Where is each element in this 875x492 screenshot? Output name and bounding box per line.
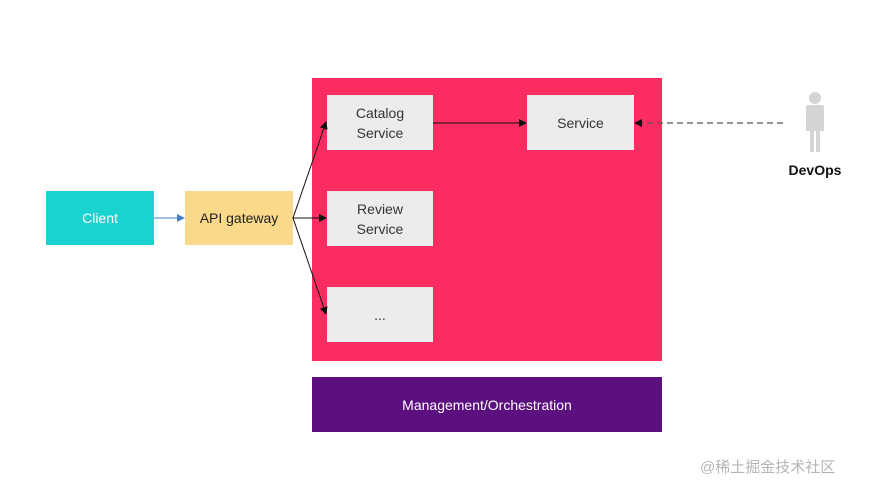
gateway-to-more-arrow <box>292 217 328 315</box>
management-orchestration-bar: Management/Orchestration <box>312 377 662 432</box>
client-node: Client <box>46 191 154 245</box>
gateway-to-catalog-arrow <box>292 121 328 219</box>
api-gateway-node: API gateway <box>185 191 293 245</box>
person-icon <box>806 92 824 152</box>
more-services-node: ... <box>327 287 433 342</box>
review-service-node: Review Service <box>327 191 433 246</box>
watermark: @稀土掘金技术社区 <box>700 459 836 476</box>
catalog-service-node: Catalog Service <box>327 95 433 150</box>
service-node: Service <box>527 95 634 150</box>
devops-label: DevOps <box>788 162 842 178</box>
